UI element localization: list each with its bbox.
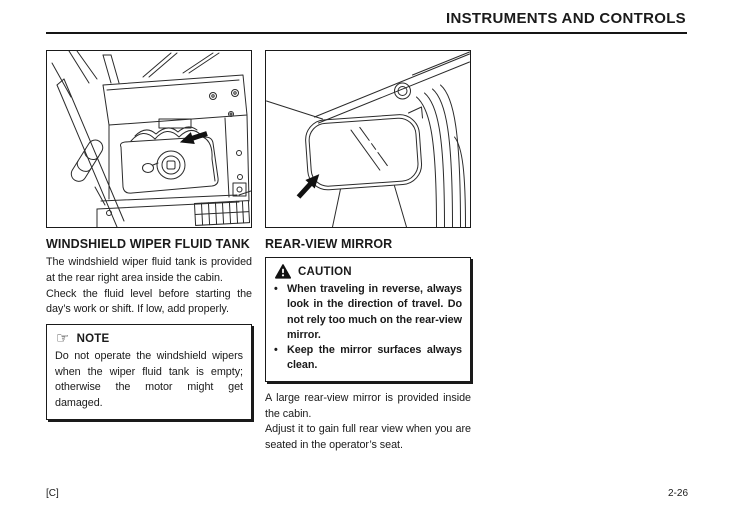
tank-pointer-arrow — [179, 131, 208, 144]
note-label-row: ☞ NOTE — [56, 331, 243, 346]
pointing-hand-icon: ☞ — [56, 329, 70, 348]
paragraph: Check the fluid level before starting th… — [46, 287, 252, 316]
right-column: REAR-VIEW MIRROR CAUTION • When travelin… — [265, 50, 471, 454]
wiper-fluid-tank-illustration — [51, 51, 251, 227]
caution-box: CAUTION • When traveling in reverse, alw… — [265, 257, 471, 382]
section-heading-rear-view-mirror: REAR-VIEW MIRROR — [265, 237, 393, 251]
left-column: WINDSHIELD WIPER FLUID TANK The windshie… — [46, 50, 252, 420]
section-heading-wiper-tank: WINDSHIELD WIPER FLUID TANK — [46, 237, 250, 251]
note-box: ☞ NOTE Do not operate the windshield wip… — [46, 324, 252, 420]
paragraph: The windshield wiper fluid tank is provi… — [46, 256, 252, 284]
footer-revision-mark: [C] — [46, 488, 59, 499]
page-title: INSTRUMENTS AND CONTROLS — [446, 10, 686, 27]
warning-triangle-icon — [275, 264, 291, 279]
caution-label: CAUTION — [298, 265, 352, 278]
paragraph: Adjust it to gain full rear view when yo… — [265, 423, 471, 452]
rear-view-mirror-figure — [265, 50, 471, 228]
note-text: Do not operate the windshield wipers whe… — [55, 350, 243, 409]
caution-bullet: • Keep the mirror surfaces always clean. — [274, 343, 462, 374]
mirror-pointer-arrow — [296, 174, 320, 199]
wiper-fluid-tank-figure — [46, 50, 252, 228]
bullet-icon: • — [274, 344, 278, 357]
caution-bullet: • When traveling in reverse, always look… — [274, 282, 462, 343]
bullet-icon: • — [274, 283, 278, 295]
paragraph: A large rear-view mirror is provided ins… — [265, 391, 471, 420]
caution-label-row: CAUTION — [275, 264, 462, 279]
rear-view-mirror-illustration — [266, 51, 470, 227]
note-label: NOTE — [76, 332, 110, 345]
footer-page-number: 2-26 — [667, 488, 688, 499]
header-rule — [46, 32, 687, 34]
